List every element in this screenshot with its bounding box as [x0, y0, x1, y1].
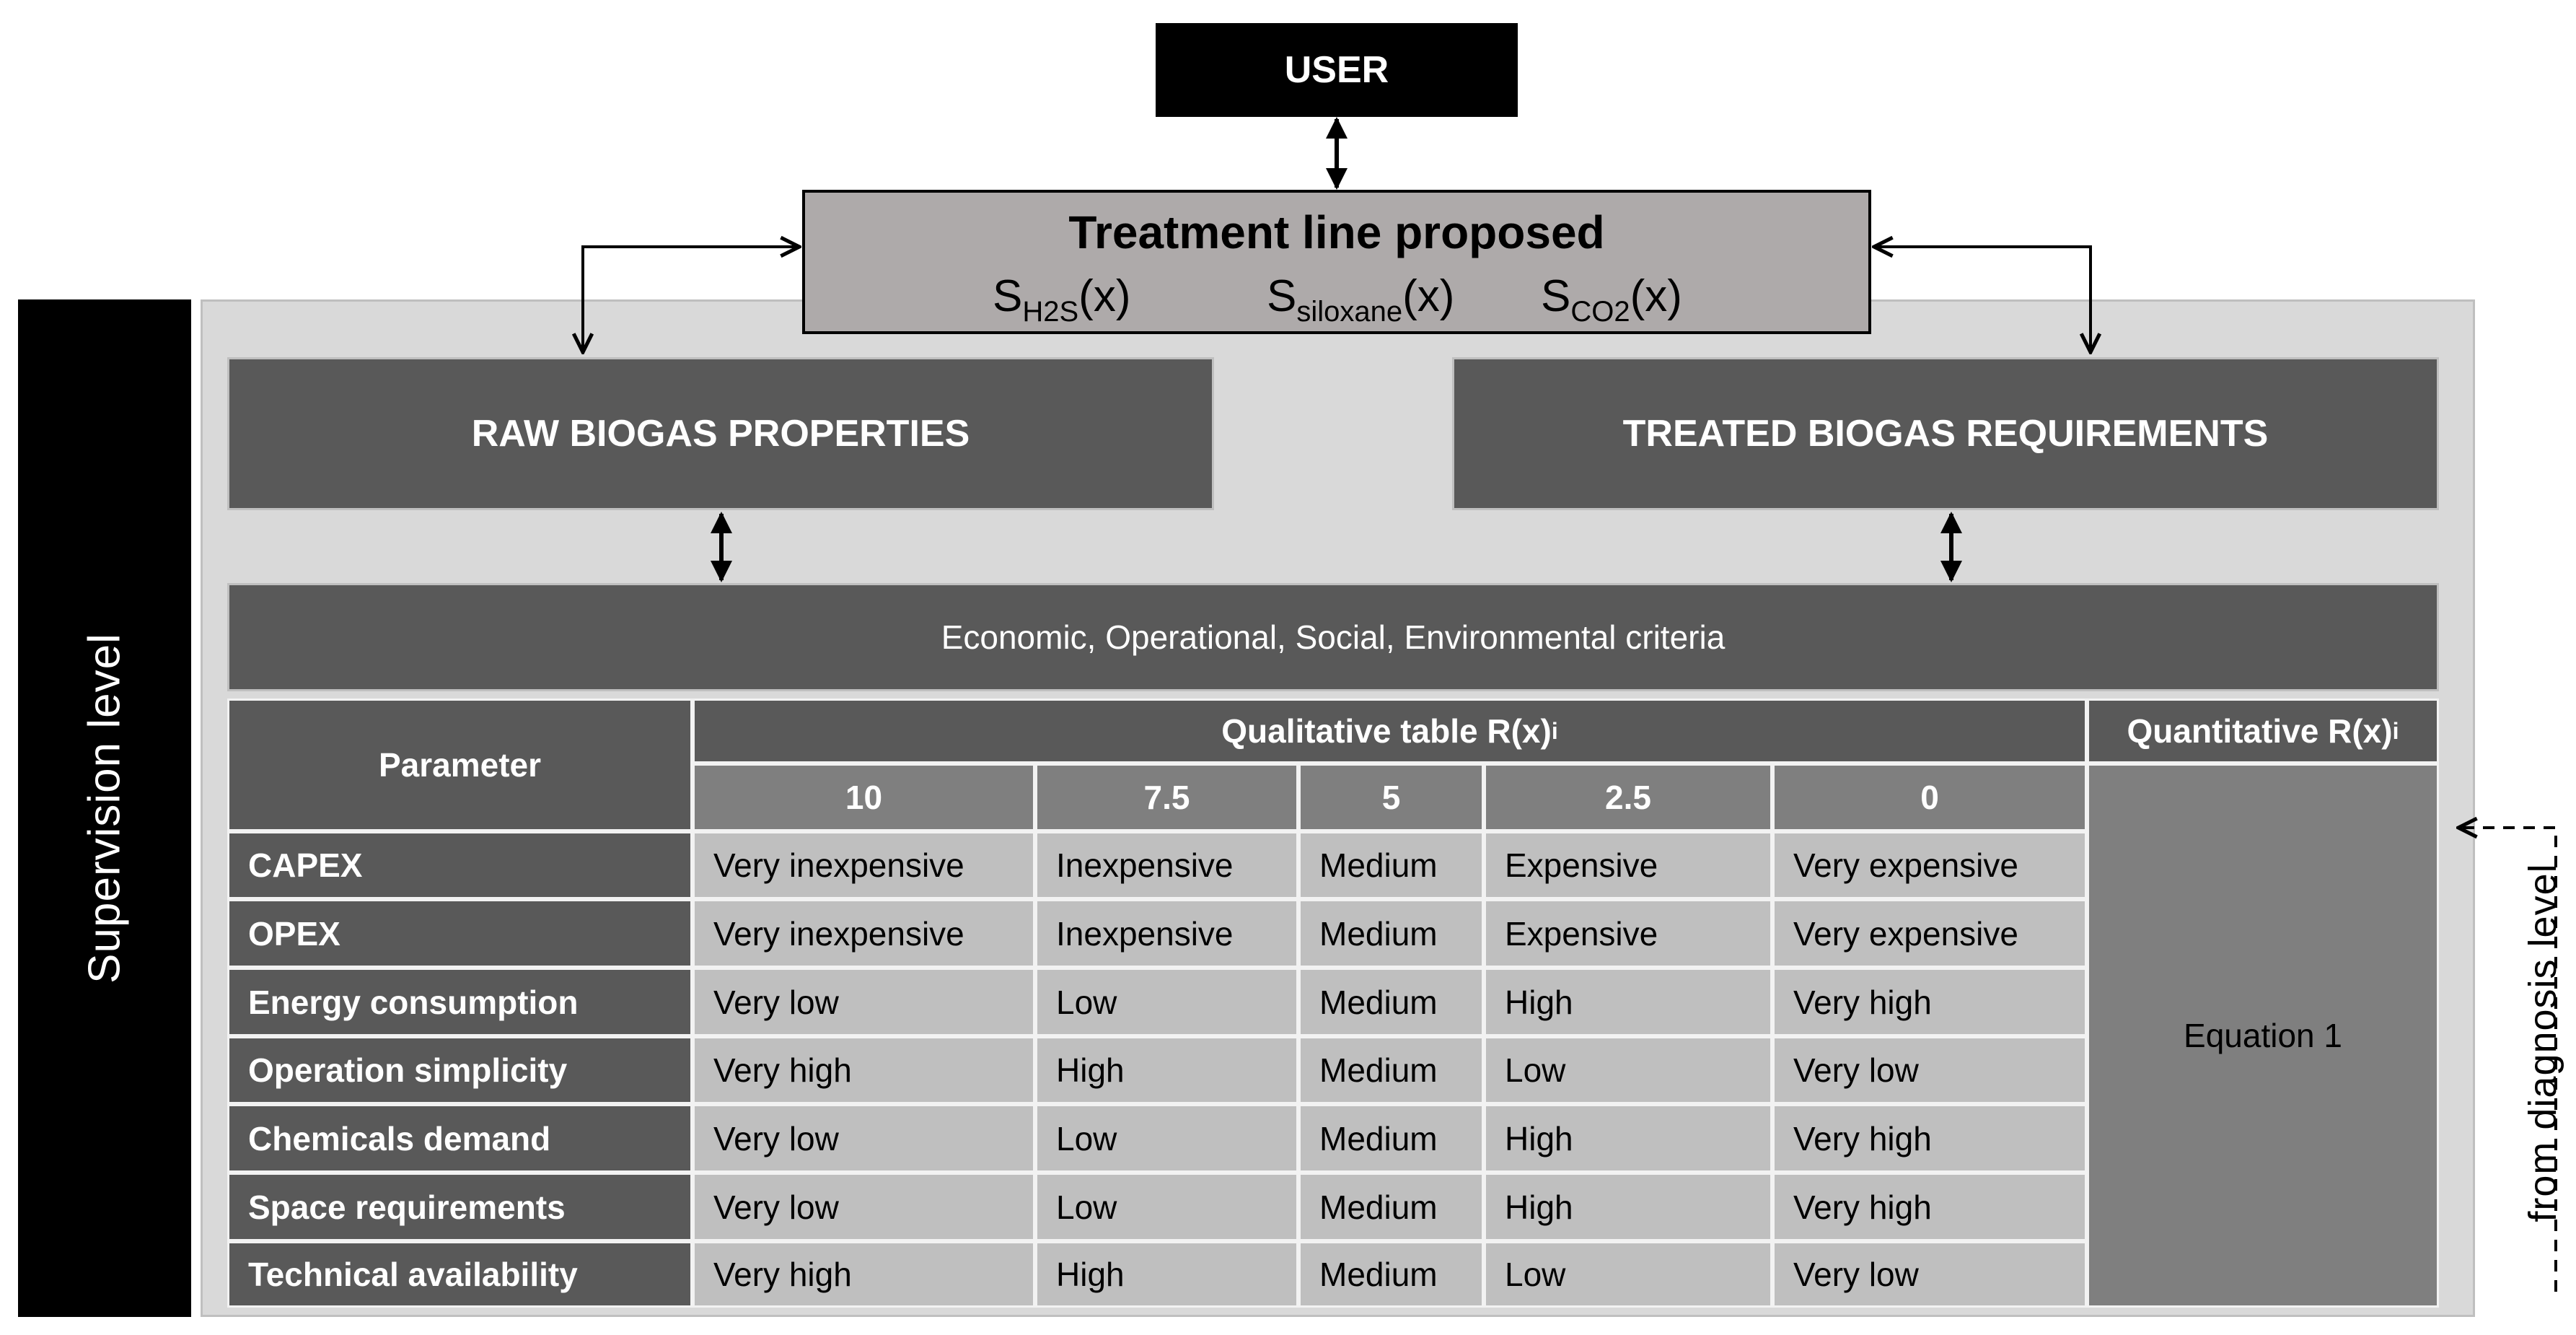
table-cell: High: [1035, 1036, 1298, 1104]
table-cell: Medium: [1298, 1241, 1484, 1308]
score-header: 5: [1298, 763, 1484, 831]
table-cell: Low: [1035, 1104, 1298, 1173]
table-cell: Medium: [1298, 1104, 1484, 1173]
treated-biogas-requirements-box: TREATED BIOGAS REQUIREMENTS: [1452, 357, 2439, 510]
table-cell: High: [1484, 1104, 1772, 1173]
table-cell: Very expensive: [1772, 899, 2087, 968]
parameter-header: Parameter: [227, 699, 693, 831]
table-cell: Very high: [1772, 1173, 2087, 1241]
raw-biogas-properties-label: RAW BIOGAS PROPERTIES: [471, 413, 970, 455]
treated-biogas-requirements-label: TREATED BIOGAS REQUIREMENTS: [1622, 413, 2269, 455]
s-h2s-variable: SH2S(x): [993, 271, 1131, 328]
table-cell: Medium: [1298, 1173, 1484, 1241]
table-cell: Low: [1035, 1173, 1298, 1241]
user-label: USER: [1284, 49, 1389, 91]
score-header: 7.5: [1035, 763, 1298, 831]
score-header: 2.5: [1484, 763, 1772, 831]
table-cell: Medium: [1298, 968, 1484, 1036]
table-cell: Very high: [693, 1036, 1035, 1104]
table-cell: Low: [1484, 1241, 1772, 1308]
table-cell: Very low: [693, 1173, 1035, 1241]
table-cell: Inexpensive: [1035, 899, 1298, 968]
score-header: 10: [693, 763, 1035, 831]
table-cell: Very low: [693, 1104, 1035, 1173]
table-cell: Medium: [1298, 831, 1484, 899]
treatment-line-title: Treatment line proposed: [1068, 206, 1605, 258]
s-siloxane-variable: Ssiloxane(x): [1267, 271, 1455, 328]
s-co2-variable: SCO2(x): [1541, 271, 1682, 328]
supervision-level-label: Supervision level: [79, 633, 130, 984]
raw-biogas-properties-box: RAW BIOGAS PROPERTIES: [227, 357, 1214, 510]
diagnosis-level-label-wrap: from diagnosis level: [2514, 862, 2572, 1223]
treatment-line-box: Treatment line proposed SH2S(x) Ssiloxan…: [802, 190, 1871, 334]
table-cell: Inexpensive: [1035, 831, 1298, 899]
table-cell: Very low: [1772, 1036, 2087, 1104]
table-cell: Low: [1484, 1036, 1772, 1104]
row-label: CAPEX: [227, 831, 693, 899]
table-cell: Expensive: [1484, 899, 1772, 968]
score-header: 0: [1772, 763, 2087, 831]
table-cell: Very high: [1772, 968, 2087, 1036]
row-label: Operation simplicity: [227, 1036, 693, 1104]
table-cell: High: [1484, 1173, 1772, 1241]
table-cell: Very high: [693, 1241, 1035, 1308]
table-cell: High: [1035, 1241, 1298, 1308]
table-cell: Very inexpensive: [693, 899, 1035, 968]
criteria-label: Economic, Operational, Social, Environme…: [941, 618, 1726, 656]
table-cell: Medium: [1298, 899, 1484, 968]
table-cell: Very high: [1772, 1104, 2087, 1173]
table-cell: High: [1484, 968, 1772, 1036]
row-label: Energy consumption: [227, 968, 693, 1036]
row-label: Space requirements: [227, 1173, 693, 1241]
table-cell: Very low: [693, 968, 1035, 1036]
row-label: Chemicals demand: [227, 1104, 693, 1173]
qualitative-table-header: Qualitative table R(x)i: [693, 699, 2087, 763]
table-cell: Very expensive: [1772, 831, 2087, 899]
user-box: USER: [1156, 23, 1518, 117]
criteria-box: Economic, Operational, Social, Environme…: [227, 583, 2439, 691]
quantitative-header: Quantitative R(x)i: [2087, 699, 2439, 763]
row-label: OPEX: [227, 899, 693, 968]
diagnosis-level-label: from diagnosis level: [2521, 863, 2564, 1222]
table-cell: Low: [1035, 968, 1298, 1036]
table-cell: Medium: [1298, 1036, 1484, 1104]
equation-cell: Equation 1: [2087, 763, 2439, 1308]
row-label: Technical availability: [227, 1241, 693, 1308]
table-cell: Very low: [1772, 1241, 2087, 1308]
table-cell: Very inexpensive: [693, 831, 1035, 899]
table-cell: Expensive: [1484, 831, 1772, 899]
supervision-level-bar: Supervision level: [18, 299, 191, 1317]
